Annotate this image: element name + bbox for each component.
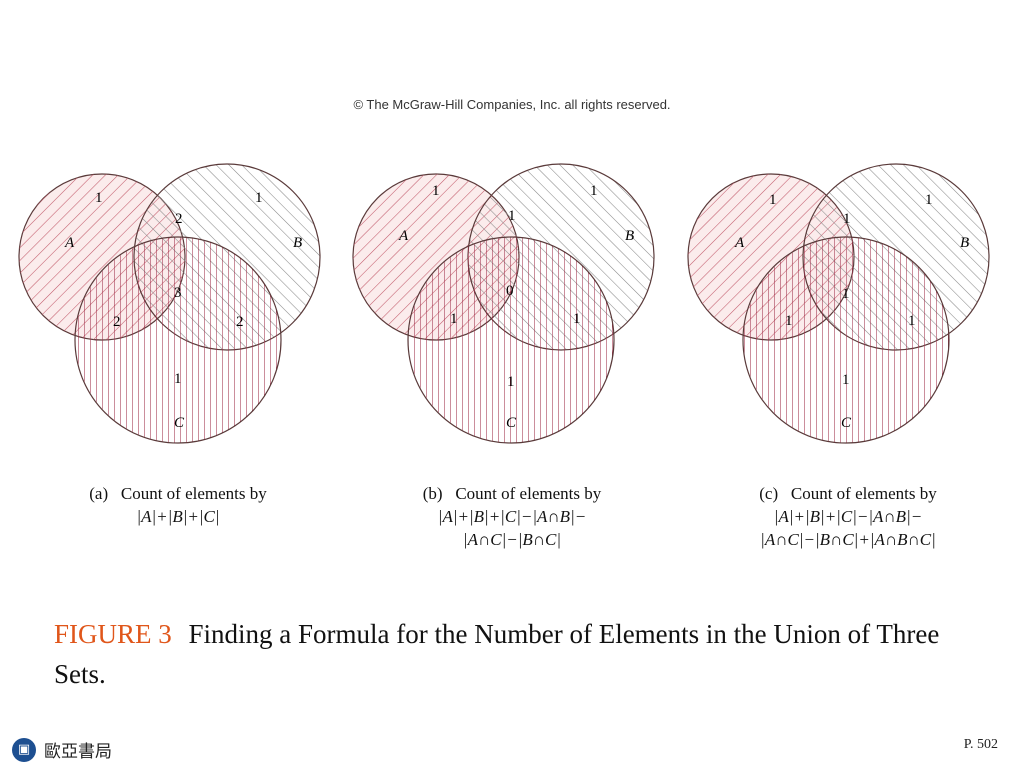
region-count-abc: 1	[842, 286, 850, 302]
region-count-c-only: 1	[174, 371, 182, 387]
region-count-ab: 2	[175, 211, 183, 227]
set-c-circle	[407, 236, 615, 444]
caption-b: (b) Count of elements by |A|+|B|+|C|−|A∩…	[352, 482, 672, 551]
region-count-bc: 2	[236, 314, 244, 330]
set-c-circle	[74, 236, 282, 444]
caption-c-formula-line-1: |A|+|B|+|C|−|A∩B|−	[773, 507, 923, 526]
region-count-a-only: 1	[432, 183, 440, 199]
region-count-ab: 1	[508, 208, 516, 224]
publisher-logo-icon: ▣	[12, 737, 36, 762]
region-count-ac: 1	[450, 311, 458, 327]
venn-diagram-c: A B C 1 1 1 1 1 1 1	[687, 163, 990, 444]
set-b-label: B	[960, 235, 969, 251]
set-a-label: A	[734, 235, 745, 251]
set-a-label: A	[398, 228, 409, 244]
region-count-ab: 1	[843, 211, 851, 227]
region-count-abc: 3	[174, 285, 182, 301]
figure-label: FIGURE 3	[54, 619, 172, 649]
caption-a-label: (a)	[89, 484, 109, 503]
caption-a-text: Count of elements by	[120, 484, 267, 503]
region-count-abc: 0	[506, 283, 514, 299]
caption-b-formula-line-1: |A|+|B|+|C|−|A∩B|−	[437, 507, 587, 526]
region-count-ac: 2	[113, 314, 121, 330]
region-count-bc: 1	[573, 311, 581, 327]
caption-c-formula-line-2: |A∩C|−|B∩C|+|A∩B∩C|	[760, 530, 936, 549]
venn-diagram-a: A B C 1 1 2 3 2 2 1	[18, 163, 321, 444]
set-b-label: B	[293, 235, 302, 251]
region-count-a-only: 1	[95, 190, 103, 206]
set-c-label: C	[841, 415, 852, 431]
publisher-name: 歐亞書局	[44, 742, 112, 762]
caption-c: (c) Count of elements by |A|+|B|+|C|−|A∩…	[688, 482, 1008, 551]
region-count-b-only: 1	[255, 190, 263, 206]
region-count-ac: 1	[785, 313, 793, 329]
set-a-label: A	[64, 235, 75, 251]
caption-b-formula-line-2: |A∩C|−|B∩C|	[462, 530, 562, 549]
region-count-b-only: 1	[590, 183, 598, 199]
page-number: P. 502	[963, 737, 998, 752]
caption-c-heading: (c) Count of elements by	[688, 482, 1008, 505]
region-count-a-only: 1	[769, 192, 777, 208]
set-c-label: C	[174, 415, 185, 431]
caption-a: (a) Count of elements by |A|+|B|+|C|	[18, 482, 338, 528]
caption-a-formula-line-1: |A|+|B|+|C|	[136, 507, 220, 526]
copyright-notice: © The McGraw-Hill Companies, Inc. all ri…	[353, 97, 671, 112]
caption-c-label: (c)	[759, 484, 779, 503]
figure-caption-text: Finding a Formula for the Number of Elem…	[54, 619, 940, 689]
region-count-c-only: 1	[507, 374, 515, 390]
set-c-circle	[742, 236, 950, 444]
caption-b-text: Count of elements by	[455, 484, 602, 503]
caption-b-heading: (b) Count of elements by	[352, 482, 672, 505]
publisher-logo: ▣ 歐亞書局	[12, 737, 112, 762]
set-b-label: B	[625, 228, 634, 244]
venn-diagram-b: A B C 1 1 1 0 1 1 1	[352, 163, 655, 444]
set-c-label: C	[506, 415, 517, 431]
caption-a-heading: (a) Count of elements by	[18, 482, 338, 505]
region-count-c-only: 1	[842, 372, 850, 388]
figure-caption: FIGURE 3 Finding a Formula for the Numbe…	[54, 614, 984, 694]
region-count-bc: 1	[908, 313, 916, 329]
venn-diagrams: A B C 1 1 2 3 2 2 1 A B C 1 1 1 0 1 1 1 …	[18, 163, 990, 444]
region-count-b-only: 1	[925, 192, 933, 208]
caption-c-text: Count of elements by	[790, 484, 937, 503]
caption-b-label: (b)	[422, 484, 443, 503]
